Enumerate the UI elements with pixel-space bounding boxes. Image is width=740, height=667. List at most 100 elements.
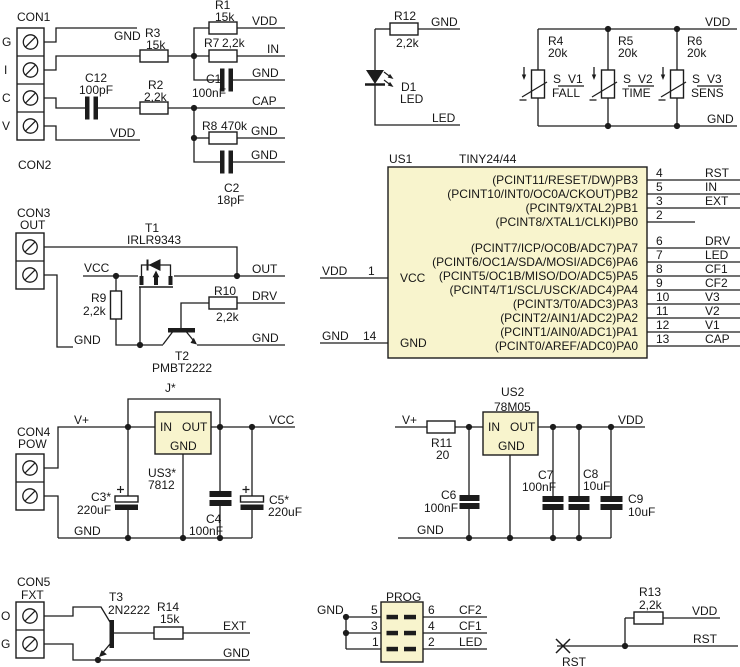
pin-label: G [1, 637, 10, 651]
junction-dot [248, 423, 256, 431]
con5-title: CON5 [17, 575, 51, 589]
con5-sub: FXT [21, 588, 44, 602]
net-label-vdd: VDD [110, 126, 136, 140]
pin-number: 3 [656, 194, 663, 208]
pin-number: 4 [656, 166, 663, 180]
pin-number: 12 [656, 318, 670, 332]
section-ext: CON5 FXT O G T3 2N2222 R14 15k EXT GND [1, 575, 250, 664]
pin-label: V [2, 119, 10, 133]
junction-dot [342, 629, 350, 637]
capacitor-c5 [239, 486, 265, 510]
r9-ref: R9 [91, 291, 107, 305]
pin-number: 14 [363, 329, 377, 343]
net-label-gnd: GND [317, 603, 344, 617]
section-out-driver: CON3 OUT T1 IRLR9343 VCC OUT R9 2,2k R10… [15, 206, 285, 375]
r5-val: 20k [618, 46, 638, 60]
c3-val: 220uF [77, 503, 111, 517]
resistor-r2 [139, 101, 169, 115]
rst-wires [557, 617, 738, 647]
jumper-ref: J* [165, 381, 176, 395]
resistor-r9 [109, 290, 123, 320]
pin-name: (PCINT9/XTAL2)PB1 [526, 201, 639, 215]
trimmer-des: S [553, 72, 561, 86]
junction-dot [549, 534, 557, 542]
capacitor-c4 [209, 491, 232, 506]
pin-number: 1 [368, 264, 375, 278]
resistor-r12 [389, 22, 419, 36]
pin-number: 9 [656, 276, 663, 290]
us1-ref: US1 [389, 152, 413, 166]
pin-number: 4 [428, 619, 435, 633]
pin-name: (PCINT3/T0/ADC3)PA3 [513, 297, 638, 311]
section-us1: US1 TINY24/44 VDD 1 VCC GND 14 GND (PCIN… [320, 152, 740, 359]
connector-con5 [15, 601, 45, 659]
r1-val: 15k [215, 10, 235, 24]
t1-ref: T1 [145, 221, 159, 235]
r9-val: 2,2k [83, 304, 107, 318]
pin-name: GND [400, 336, 427, 350]
r2-ref: R2 [148, 78, 164, 92]
trimmer-fn: TIME [622, 86, 651, 100]
net-label: CF2 [459, 603, 482, 617]
resistor-r3 [139, 49, 169, 63]
pin-label: C [2, 91, 11, 105]
r6-val: 20k [687, 46, 707, 60]
section-rst: R13 2,2k VDD RST RST [555, 585, 738, 667]
c7-ref: C7 [538, 468, 554, 482]
d1-val: LED [400, 92, 424, 106]
junction-dot [190, 104, 198, 112]
us3-body [154, 411, 212, 455]
r14-val: 15k [160, 612, 180, 626]
pin-number: 6 [428, 603, 435, 617]
r10-ref: R10 [214, 284, 236, 298]
junction-dot [136, 341, 144, 349]
junction-dot [124, 423, 132, 431]
section-prog: PROG GND 5 3 1 6 4 2 CF2 CF1 LED [317, 590, 487, 663]
screw-terminal [22, 267, 38, 283]
con4-title: CON4 [17, 425, 51, 439]
c6-val: 100nF [424, 501, 458, 515]
c1-val: 100nF [192, 86, 226, 100]
capacitor-c9 [600, 496, 623, 510]
con4-sub: POW [18, 437, 47, 451]
net-label: CF1 [705, 262, 728, 276]
prog-title: PROG [386, 590, 421, 604]
pin-number: 2 [656, 208, 663, 222]
screw-terminal [22, 62, 39, 78]
net-label-in: IN [267, 42, 279, 56]
rst-caption: RST [562, 655, 587, 667]
mosfet-t1 [139, 259, 173, 288]
t1-val: IRLR9343 [127, 233, 181, 247]
net-label-rst: RST [693, 632, 718, 646]
c12-ref: C12 [85, 71, 107, 85]
pin-number: 8 [656, 262, 663, 276]
pin-name: (PCINT4/T1/SCL/USCK/ADC4)PA4 [450, 283, 639, 297]
us3-part: 7812 [148, 478, 175, 492]
screw-terminal [22, 34, 39, 50]
net-label: V3 [705, 290, 720, 304]
pin-number: 11 [656, 304, 669, 318]
t3-val: 2N2222 [108, 603, 150, 617]
junction-dot [179, 534, 187, 542]
t2-val: PMBT2222 [152, 361, 212, 375]
net-label-gnd: GND [74, 333, 101, 347]
screw-terminal [22, 460, 38, 476]
screw-terminal [22, 608, 38, 624]
r2-val: 2,2k [144, 90, 168, 104]
screw-terminal [22, 118, 39, 134]
screw-terminal [22, 636, 38, 652]
junction-dot [216, 534, 224, 542]
net-label: CF2 [705, 276, 728, 290]
net-label: V1 [705, 318, 720, 332]
capacitor-c7 [542, 496, 564, 510]
junction-dot [607, 423, 615, 431]
section-trimmers: VDD GND R4 20k S V1 FALL R5 20k S V2 TIM… [519, 15, 737, 130]
transistor-t3-bar [109, 620, 114, 648]
pin-name: (PCINT7/ICP/OC0B/ADC7)PA7 [471, 241, 638, 255]
t3-ref: T3 [109, 590, 123, 604]
net-label-gnd: GND [114, 29, 141, 43]
r13-val: 2,2k [639, 598, 663, 612]
junction-dot [124, 534, 132, 542]
net-label-gnd: GND [322, 329, 349, 343]
con2-title: CON2 [18, 158, 52, 172]
